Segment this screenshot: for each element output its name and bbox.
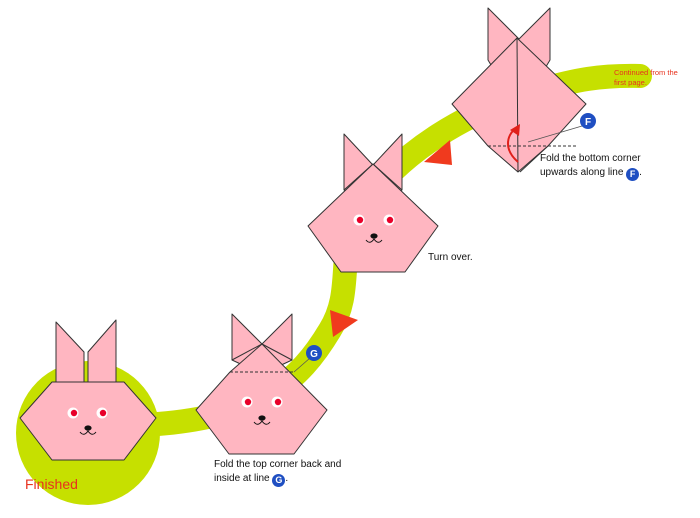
step-g-text-end: . [285, 473, 289, 484]
direction-arrow-2 [330, 310, 358, 337]
turn-over-face [353, 214, 395, 243]
step-f-instruction: Fold the bottom corner upwards along lin… [540, 152, 670, 181]
step-g-instruction: Fold the top corner back and inside at l… [214, 458, 344, 487]
step-g-face [241, 396, 283, 425]
direction-arrow-1 [424, 140, 452, 165]
step-f-marker: F [626, 168, 640, 181]
line-f-marker [580, 113, 596, 129]
line-f-pointer [527, 125, 583, 143]
line-f-marker-label: F [585, 117, 591, 128]
line-g-pointer [293, 357, 311, 373]
line-g-marker [306, 345, 322, 361]
turn-over-model [307, 133, 439, 273]
finished-face [67, 407, 108, 435]
step-g-model [195, 313, 328, 455]
continued-note: Continued from the first page. [614, 68, 678, 87]
step-g-marker: G [272, 474, 286, 487]
turn-over-instruction: Turn over. [428, 252, 473, 263]
line-g-marker-label: G [310, 349, 318, 360]
finished-model [19, 319, 157, 461]
step-f-text: Fold the bottom corner upwards along lin… [540, 153, 641, 178]
step-f-text-end: . [639, 167, 642, 178]
step-g-text: Fold the top corner back and inside at l… [214, 459, 342, 484]
step-f-model [451, 7, 587, 173]
finished-label: Finished [25, 476, 78, 492]
fold-up-arrowhead [510, 124, 520, 136]
